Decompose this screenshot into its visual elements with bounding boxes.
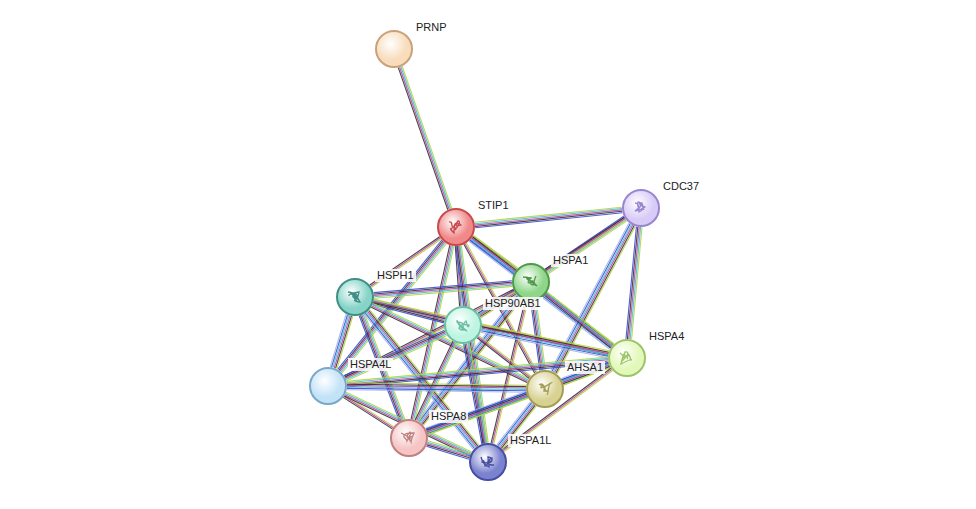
protein-node: HSPA1 xyxy=(512,263,550,301)
evidence-line xyxy=(426,394,526,430)
interaction-edge xyxy=(426,441,470,459)
structure-glyph xyxy=(439,210,473,244)
evidence-line xyxy=(374,284,512,296)
node-label: HSP90AB1 xyxy=(483,297,543,310)
interaction-edge xyxy=(398,66,451,209)
node-label: AHSA1 xyxy=(565,361,605,374)
evidence-line xyxy=(427,445,470,458)
interaction-edge xyxy=(370,237,441,288)
structure-glyph xyxy=(392,421,426,455)
evidence-line xyxy=(627,227,637,339)
evidence-line xyxy=(475,213,622,228)
node-label: PRNP xyxy=(414,21,449,34)
interaction-edge xyxy=(347,383,526,392)
protein-node: HSPH1 xyxy=(336,278,374,316)
evidence-line xyxy=(479,218,625,314)
node-label: CDC37 xyxy=(661,180,701,193)
evidence-line xyxy=(465,344,483,444)
evidence-line xyxy=(629,227,639,339)
evidence-line xyxy=(347,390,526,392)
interaction-edge xyxy=(374,281,513,298)
evidence-line xyxy=(632,227,642,339)
protein-node: HSPA4 xyxy=(608,339,646,377)
interaction-edge xyxy=(426,361,611,434)
evidence-line xyxy=(398,68,448,210)
evidence-line xyxy=(546,294,612,347)
structure-glyph xyxy=(514,265,548,299)
evidence-line xyxy=(374,282,512,294)
node-label: HSPA4L xyxy=(348,358,393,371)
interaction-edge xyxy=(464,343,488,444)
evidence-line xyxy=(504,371,612,452)
node-label: HSPA1 xyxy=(551,254,590,267)
evidence-line xyxy=(344,330,444,375)
evidence-line xyxy=(466,344,484,444)
evidence-line xyxy=(473,235,517,268)
evidence-line xyxy=(547,292,613,345)
evidence-line xyxy=(330,314,346,367)
protein-node: HSP90AB1 xyxy=(444,306,482,344)
evidence-line xyxy=(475,210,622,225)
evidence-line xyxy=(464,344,482,444)
structure-glyph xyxy=(471,445,505,479)
evidence-line xyxy=(468,343,486,443)
node-label: HSPH1 xyxy=(375,269,416,282)
evidence-line xyxy=(345,332,445,377)
node-label: HSPA1L xyxy=(508,434,553,447)
protein-node: AHSA1 xyxy=(526,370,564,408)
evidence-line xyxy=(503,369,612,450)
protein-node: STIP1 xyxy=(437,208,475,246)
node-label: HSPA8 xyxy=(429,410,468,423)
evidence-line xyxy=(400,67,450,209)
evidence-line xyxy=(401,67,451,209)
evidence-line xyxy=(426,393,526,429)
node-label: STIP1 xyxy=(476,199,511,212)
interaction-edge xyxy=(426,393,528,434)
structure-glyph xyxy=(610,341,644,375)
protein-node: CDC37 xyxy=(622,189,660,227)
node-label: HSPA4 xyxy=(647,330,686,343)
structure-glyph xyxy=(624,191,658,225)
evidence-line xyxy=(482,327,609,353)
evidence-line xyxy=(482,328,609,354)
evidence-line xyxy=(332,315,348,368)
evidence-line xyxy=(630,227,640,339)
structure-glyph xyxy=(446,308,480,342)
protein-node: HSPA1L xyxy=(469,443,507,481)
interaction-edge xyxy=(343,395,394,429)
evidence-line xyxy=(426,446,469,459)
protein-node: HSPA4L xyxy=(309,367,347,405)
protein-node: HSPA8 xyxy=(390,419,428,457)
evidence-line xyxy=(502,368,611,449)
evidence-line xyxy=(626,227,636,339)
evidence-line xyxy=(469,343,487,443)
evidence-line xyxy=(345,333,445,378)
evidence-line xyxy=(333,315,349,368)
evidence-line xyxy=(475,211,622,226)
evidence-line xyxy=(546,293,612,346)
evidence-line xyxy=(482,329,609,355)
structure-glyph xyxy=(528,372,562,406)
structure-glyph xyxy=(338,280,372,314)
evidence-line xyxy=(374,281,512,293)
evidence-line xyxy=(548,221,627,274)
protein-node: PRNP xyxy=(375,30,413,68)
evidence-line xyxy=(402,66,452,208)
evidence-line xyxy=(417,342,455,421)
evidence-line xyxy=(482,325,609,351)
interaction-edge xyxy=(626,227,642,340)
evidence-line xyxy=(346,334,446,379)
evidence-line xyxy=(427,444,470,457)
interaction-edge xyxy=(502,368,612,451)
evidence-line xyxy=(373,303,444,322)
